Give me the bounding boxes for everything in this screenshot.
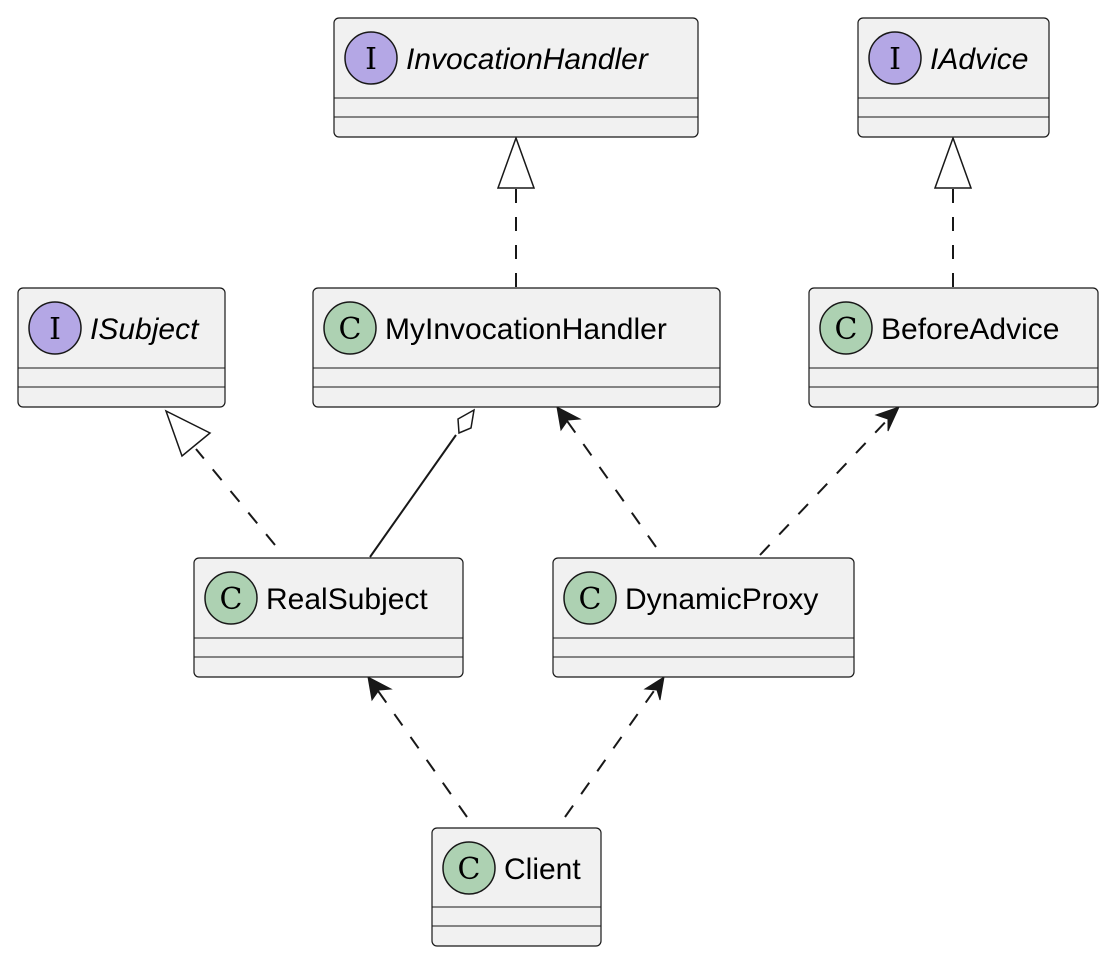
realization-arrowhead xyxy=(933,135,973,189)
class-name: RealSubject xyxy=(266,583,428,616)
class-badge-letter: C xyxy=(579,582,602,617)
edge-realsubject-to-myinvocationhandler xyxy=(369,408,475,558)
class-badge-icon xyxy=(442,841,496,895)
class-badge-icon xyxy=(819,301,873,355)
class-name: BeforeAdvice xyxy=(881,313,1059,346)
realization-arrowhead xyxy=(164,409,212,458)
class-badge-icon xyxy=(204,571,258,625)
dependency-arrowhead xyxy=(556,406,582,432)
interface-badge-letter: I xyxy=(889,42,901,77)
class-badge-letter: C xyxy=(220,582,243,617)
class-name: Client xyxy=(504,853,581,886)
dependency-arrowhead xyxy=(643,675,665,701)
edge-realsubject-to-isubject xyxy=(164,409,276,546)
interface-badge-icon xyxy=(28,301,82,355)
edge-beforeadvice-to-iadvice xyxy=(933,135,973,287)
interface-badge-letter: I xyxy=(365,42,377,77)
interface-badge-letter: I xyxy=(49,312,61,347)
class-badge-icon xyxy=(323,301,377,355)
class-badge-letter: C xyxy=(339,312,362,347)
class-name: DynamicProxy xyxy=(625,583,818,616)
class-name: ISubject xyxy=(90,313,200,346)
class-name: InvocationHandler xyxy=(406,43,649,76)
class-badge-letter: C xyxy=(835,312,858,347)
class-realsubject[interactable]: C RealSubject xyxy=(193,557,464,678)
interface-badge-icon xyxy=(868,31,922,85)
class-beforeadvice[interactable]: C BeforeAdvice xyxy=(808,287,1099,408)
interface-badge-icon xyxy=(344,31,398,85)
edge-myinvocationhandler-to-invocationhandler xyxy=(496,135,536,287)
edge-dynamicproxy-to-beforeadvice xyxy=(759,406,900,556)
dependency-arrowhead xyxy=(367,676,393,702)
realization-arrowhead xyxy=(496,135,536,189)
edge-client-to-realsubject xyxy=(367,676,468,818)
edge-dynamicproxy-to-myinvocationhandler xyxy=(556,406,657,548)
class-name: IAdvice xyxy=(930,43,1028,76)
class-isubject[interactable]: I ISubject xyxy=(17,287,226,408)
class-name: MyInvocationHandler xyxy=(385,313,667,346)
dependency-arrowhead xyxy=(874,406,900,432)
class-badge-letter: C xyxy=(458,852,481,887)
edge-client-to-dynamicproxy xyxy=(564,675,665,818)
aggregation-diamond xyxy=(457,408,475,435)
class-iadvice[interactable]: I IAdvice xyxy=(857,17,1050,138)
class-badge-icon xyxy=(563,571,617,625)
class-dynamicproxy[interactable]: C DynamicProxy xyxy=(552,557,855,678)
class-invocationhandler[interactable]: I InvocationHandler xyxy=(333,17,699,138)
class-client[interactable]: C Client xyxy=(431,827,602,947)
class-myinvocationhandler[interactable]: C MyInvocationHandler xyxy=(312,287,721,408)
